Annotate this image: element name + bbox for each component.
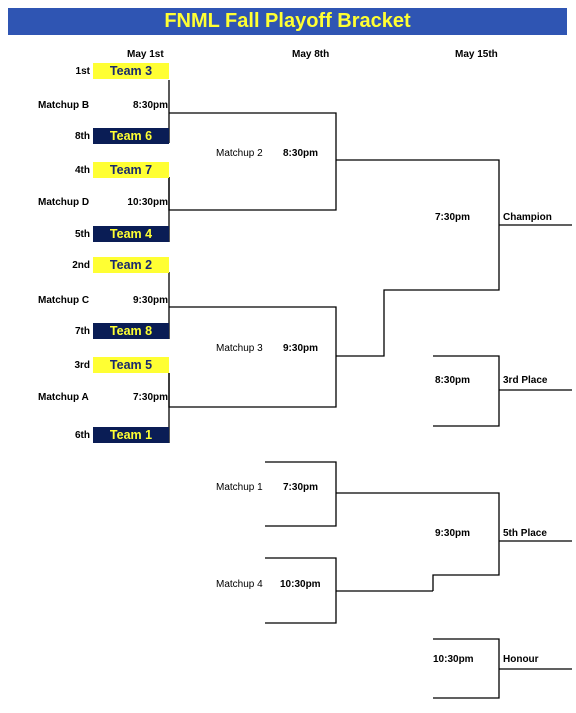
seed-label: 5th: [75, 229, 90, 240]
matchup-label: Matchup 2: [216, 148, 263, 159]
team-slot: Team 5: [93, 357, 169, 373]
column-header-may-1st: May 1st: [127, 49, 164, 60]
match-time: 10:30pm: [127, 197, 168, 208]
match-time: 9:30pm: [283, 343, 319, 354]
matchup-label: Matchup 1: [216, 482, 263, 493]
team-slot: Team 7: [93, 162, 169, 178]
seed-label: 4th: [75, 165, 90, 176]
placement-label-3rd-place: 3rd Place: [503, 375, 548, 386]
placement-label-champion: Champion: [503, 212, 552, 223]
matchup-label: Matchup A: [38, 392, 89, 403]
match-time: 7:30pm: [435, 212, 471, 223]
bracket-title: FNML Fall Playoff Bracket: [8, 8, 567, 35]
match-time: 9:30pm: [132, 295, 168, 306]
matchup-label: Matchup B: [38, 100, 90, 111]
match-time: 7:30pm: [283, 482, 319, 493]
match-time: 10:30pm: [433, 654, 474, 665]
seed-label: 6th: [75, 430, 90, 441]
team-slot: Team 4: [93, 226, 169, 242]
match-time: 10:30pm: [280, 579, 321, 590]
matchup-label: Matchup 4: [216, 579, 263, 590]
team-slot: Team 3: [93, 63, 169, 79]
seed-label: 1st: [75, 66, 90, 77]
seed-label: 2nd: [72, 260, 90, 271]
matchup-label: Matchup D: [38, 197, 90, 208]
placement-label-5th-place: 5th Place: [503, 528, 547, 539]
seed-label: 8th: [75, 131, 90, 142]
match-time: 8:30pm: [283, 148, 319, 159]
match-time: 8:30pm: [435, 375, 471, 386]
placement-label-honour: Honour: [503, 654, 539, 665]
column-header-may-8th: May 8th: [292, 49, 330, 60]
column-header-may-15th: May 15th: [455, 49, 498, 60]
seed-label: 3rd: [74, 360, 90, 371]
match-time: 9:30pm: [435, 528, 471, 539]
match-time: 7:30pm: [132, 392, 168, 403]
team-slot: Team 6: [93, 128, 169, 144]
team-slot: Team 8: [93, 323, 169, 339]
team-slot: Team 1: [93, 427, 169, 443]
team-slot: Team 2: [93, 257, 169, 273]
match-time: 8:30pm: [132, 100, 168, 111]
matchup-label: Matchup 3: [216, 343, 263, 354]
seed-label: 7th: [75, 326, 90, 337]
matchup-label: Matchup C: [38, 295, 90, 306]
